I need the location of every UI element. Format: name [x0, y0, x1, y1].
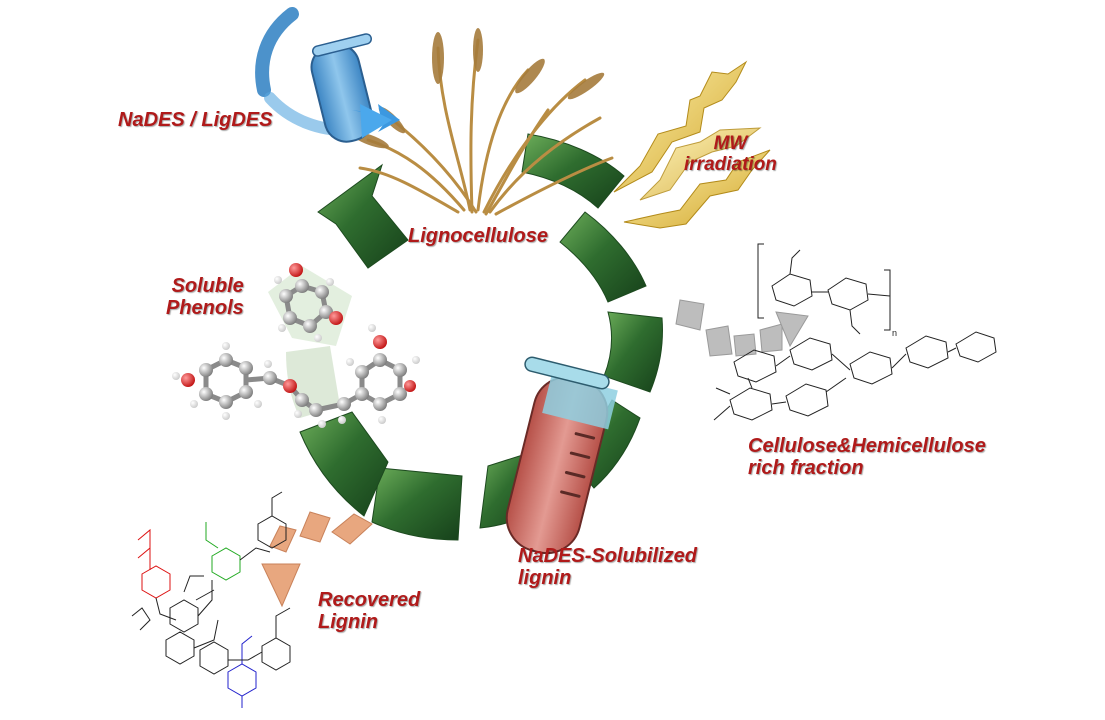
label-mw-line1: MW [713, 133, 748, 154]
test-tube-icon [255, 7, 400, 143]
label-cellulose-line2: rich fraction [748, 456, 864, 479]
grass-icon [358, 38, 614, 216]
test-tube-icon [505, 356, 618, 555]
label-lignocellulose: Lignocellulose [408, 225, 549, 247]
label-mw-irradiation: MW irradiation [684, 133, 777, 175]
cycle-arrow-icon [286, 133, 663, 541]
label-nades-solubilized-lignin: NaDES-Solubilized lignin [518, 545, 697, 589]
label-recovered-line2: Lignin [318, 610, 378, 633]
cellulose-structure [713, 243, 997, 421]
grass-plumes [351, 28, 605, 149]
label-cellulose-fraction: Cellulose&Hemicellulose rich fraction [748, 435, 986, 479]
label-recovered-line1: Recovered [318, 589, 421, 611]
label-nades-lignin-line2: lignin [518, 566, 572, 589]
label-mw-line2: irradiation [684, 153, 777, 175]
label-soluble-phenols: Soluble Phenols [166, 275, 244, 319]
label-soluble-line1: Soluble [171, 275, 244, 297]
label-recovered-lignin: Recovered Lignin [318, 589, 421, 633]
label-soluble-line2: Phenols [166, 296, 244, 319]
lignin-structure [131, 491, 291, 708]
label-nades-lignin-line1: NaDES-Solubilized [518, 545, 697, 567]
cellulose-arrow-icon [675, 299, 809, 357]
label-cellulose-line1: Cellulose&Hemicellulose [748, 435, 986, 457]
lightning-icon [613, 60, 771, 229]
repeat-unit-n: n [892, 328, 897, 338]
molecule-icon [172, 263, 420, 428]
label-nades-ligdes: NaDES / LigDES [118, 109, 273, 131]
